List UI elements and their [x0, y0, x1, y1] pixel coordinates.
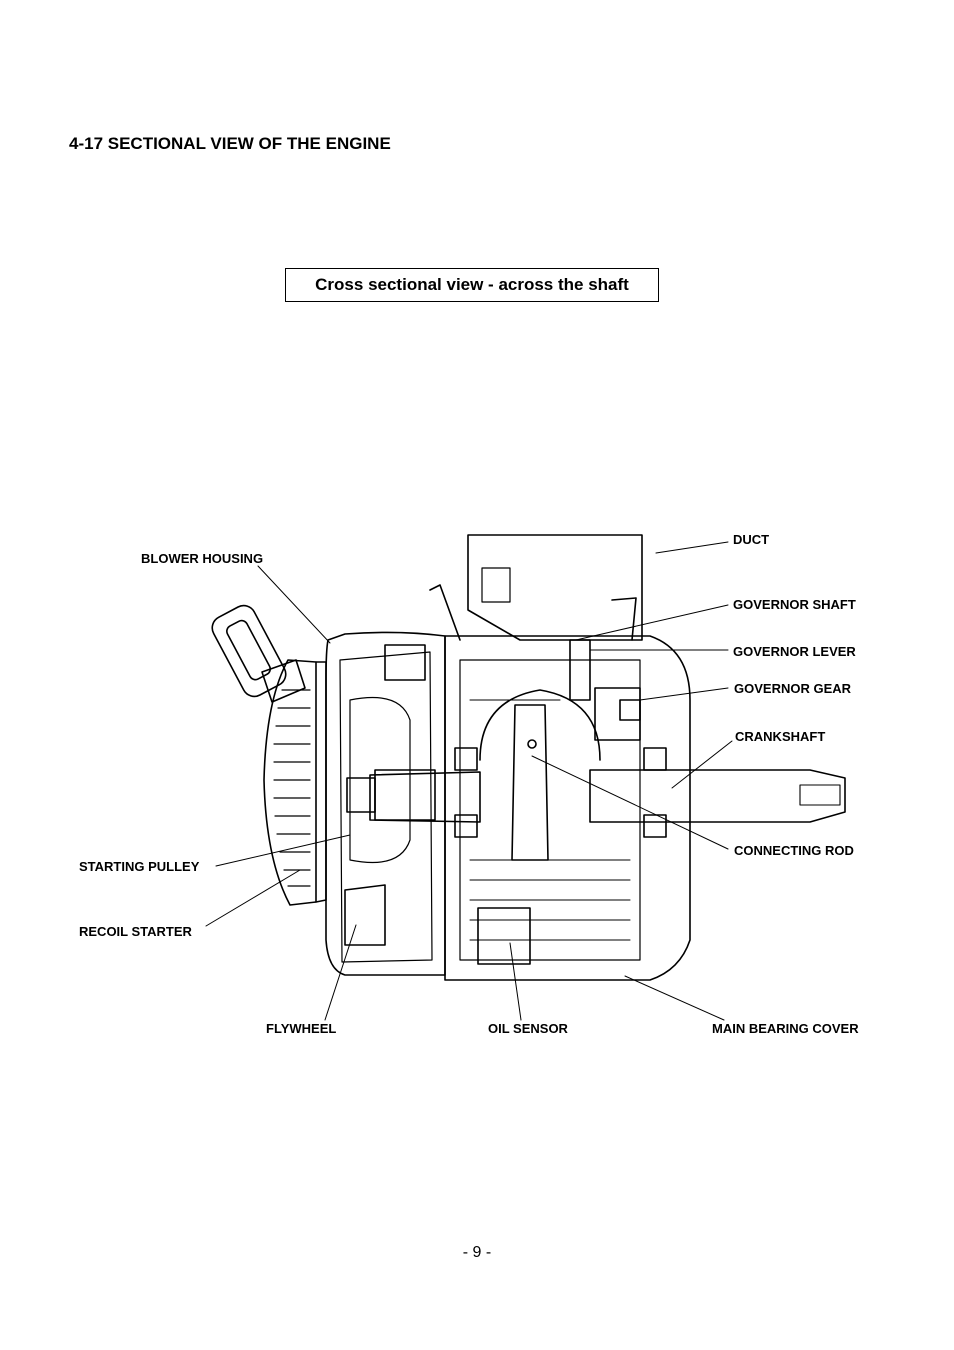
flywheel-housing [325, 631, 446, 976]
page-number: - 9 - [462, 1244, 492, 1261]
crankcase [444, 635, 691, 981]
leader-lines [205, 541, 733, 1021]
label-governor-gear: GOVERNOR GEAR [734, 681, 852, 696]
label-starting-pulley: STARTING PULLEY [79, 859, 200, 874]
section-title: 4-17 SECTIONAL VIEW OF THE ENGINE [69, 134, 391, 153]
label-recoil-starter: RECOIL STARTER [79, 924, 192, 939]
label-flywheel: FLYWHEEL [266, 1021, 337, 1036]
oil-sensor-shape [477, 907, 531, 965]
label-governor-shaft: GOVERNOR SHAFT [733, 597, 856, 612]
label-crankshaft: CRANKSHAFT [735, 729, 826, 744]
starter-handle [211, 604, 306, 703]
label-connecting-rod: CONNECTING ROD [734, 843, 854, 858]
label-governor-lever: GOVERNOR LEVER [733, 644, 856, 659]
label-main-bearing-cover: MAIN BEARING COVER [712, 1021, 859, 1036]
label-oil-sensor: OIL SENSOR [488, 1021, 568, 1036]
label-duct: DUCT [733, 532, 770, 547]
label-blower-housing: BLOWER HOUSING [141, 551, 264, 566]
view-caption: Cross sectional view - across the shaft [285, 268, 659, 302]
duct-shape [429, 534, 643, 641]
governor-parts [569, 639, 641, 741]
recoil-starter-body [263, 659, 327, 906]
crank-assembly [454, 689, 667, 861]
crankshaft-shape [369, 769, 846, 823]
